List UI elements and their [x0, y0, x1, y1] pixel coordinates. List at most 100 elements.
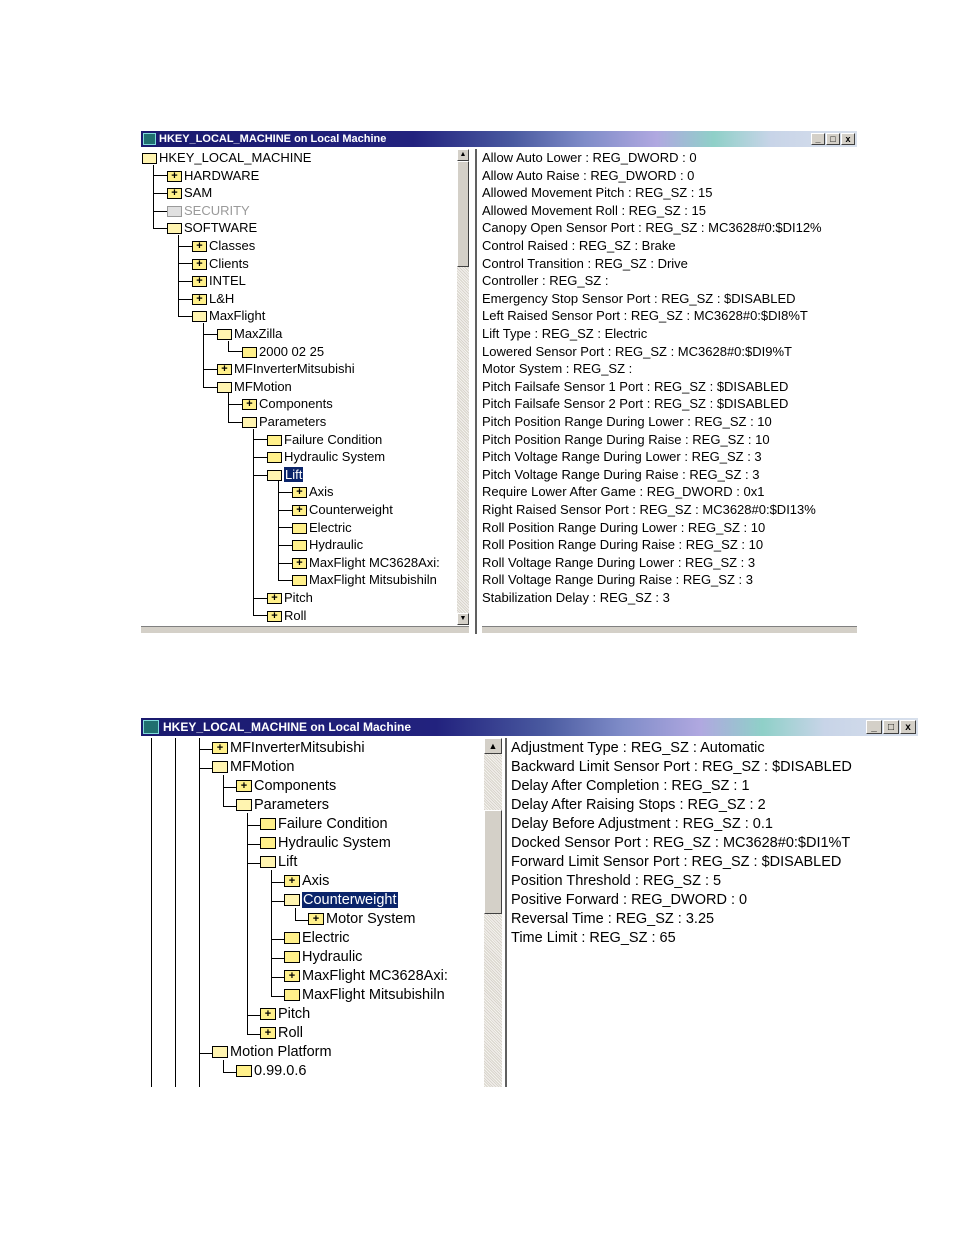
registry-value-entry[interactable]: Allowed Movement Pitch : REG_SZ : 15 — [482, 185, 713, 201]
tree-node[interactable]: Electric — [284, 929, 350, 948]
maximize-button[interactable]: □ — [883, 720, 899, 734]
tree-node[interactable]: Classes — [192, 237, 255, 256]
tree-node[interactable]: MaxFlight — [192, 307, 265, 325]
pane-splitter[interactable] — [475, 149, 477, 634]
tree-node[interactable]: Lift — [267, 466, 304, 484]
registry-key-tree[interactable]: HKEY_LOCAL_MACHINEHARDWARESAMSECURITYSOF… — [141, 149, 457, 625]
registry-value-entry[interactable]: Position Threshold : REG_SZ : 5 — [511, 873, 722, 889]
tree-node[interactable]: Parameters — [236, 796, 329, 815]
registry-value-entry[interactable]: Stabilization Delay : REG_SZ : 3 — [482, 590, 670, 605]
scroll-up-arrow-icon[interactable]: ▲ — [484, 738, 502, 754]
scroll-down-arrow-icon[interactable]: ▼ — [457, 613, 469, 625]
tree-node[interactable]: Failure Condition — [267, 431, 382, 449]
registry-value-entry[interactable]: Delay Before Adjustment : REG_SZ : 0.1 — [511, 816, 773, 832]
maximize-button[interactable]: □ — [826, 133, 840, 145]
tree-vertical-scrollbar[interactable]: ▲ ▼ — [457, 149, 469, 625]
tree-node[interactable]: Parameters — [242, 413, 326, 431]
registry-value-entry[interactable]: Pitch Voltage Range During Raise : REG_S… — [482, 466, 760, 482]
registry-value-entry[interactable]: Pitch Position Range During Lower : REG_… — [482, 414, 772, 429]
registry-value-entry[interactable]: Allow Auto Raise : REG_DWORD : 0 — [482, 167, 695, 183]
tree-node[interactable]: Hydraulic System — [267, 448, 385, 466]
registry-value-entry[interactable]: Motor System : REG_SZ : — [482, 361, 633, 377]
tree-node[interactable]: Counterweight — [292, 501, 393, 520]
close-button[interactable]: x — [841, 133, 855, 145]
registry-value-entry[interactable]: Forward Limit Sensor Port : REG_SZ : $DI… — [511, 854, 842, 870]
registry-value-entry[interactable]: Lowered Sensor Port : REG_SZ : MC3628#0:… — [482, 343, 792, 359]
tree-node[interactable]: MaxFlight MC3628Axi: — [292, 554, 440, 572]
registry-value-entry[interactable]: Pitch Failsafe Sensor 2 Port : REG_SZ : … — [482, 396, 789, 412]
tree-node[interactable]: 2000 02 25 — [242, 343, 324, 361]
tree-node[interactable]: HARDWARE — [167, 167, 259, 185]
registry-value-entry[interactable]: Require Lower After Game : REG_DWORD : 0… — [482, 484, 765, 500]
registry-value-entry[interactable]: Canopy Open Sensor Port : REG_SZ : MC362… — [482, 220, 822, 236]
registry-value-entry[interactable]: Delay After Raising Stops : REG_SZ : 2 — [511, 797, 766, 813]
minimize-button[interactable]: _ — [866, 720, 882, 734]
tree-node[interactable]: Lift — [260, 853, 297, 872]
minimize-button[interactable]: _ — [811, 133, 825, 145]
tree-node[interactable]: Pitch — [267, 589, 313, 608]
registry-value-entry[interactable]: Allowed Movement Roll : REG_SZ : 15 — [482, 202, 706, 218]
tree-node[interactable]: Motion Platform — [212, 1043, 332, 1062]
tree-node[interactable]: MaxFlight Mitsubishiln — [284, 986, 445, 1005]
registry-value-entry[interactable]: Lift Type : REG_SZ : Electric — [482, 326, 648, 341]
tree-node[interactable]: MFInverterMitsubishi — [217, 360, 355, 379]
tree-node[interactable]: Roll — [260, 1024, 303, 1043]
registry-value-entry[interactable]: Roll Position Range During Lower : REG_S… — [482, 519, 766, 535]
tree-node[interactable]: HKEY_LOCAL_MACHINE — [142, 149, 311, 167]
tree-node[interactable]: Failure Condition — [260, 815, 388, 834]
tree-horizontal-scrollbar[interactable] — [141, 626, 469, 633]
tree-node[interactable]: Clients — [192, 255, 249, 273]
tree-node[interactable]: Axis — [284, 872, 329, 891]
tree-node[interactable]: SAM — [167, 184, 212, 203]
registry-value-entry[interactable]: Pitch Failsafe Sensor 1 Port : REG_SZ : … — [482, 378, 789, 394]
registry-value-entry[interactable]: Docked Sensor Port : REG_SZ : MC3628#0:$… — [511, 835, 851, 851]
tree-node[interactable]: Electric — [292, 519, 352, 537]
registry-value-entry[interactable]: Control Raised : REG_SZ : Brake — [482, 238, 676, 253]
tree-node[interactable]: Pitch — [260, 1005, 310, 1024]
registry-value-entry[interactable]: Right Raised Sensor Port : REG_SZ : MC36… — [482, 502, 816, 517]
title-bar[interactable]: HKEY_LOCAL_MACHINE on Local Machine _ □ … — [141, 131, 857, 147]
tree-vertical-scrollbar[interactable]: ▲ — [484, 738, 502, 1087]
registry-value-entry[interactable]: Roll Voltage Range During Raise : REG_SZ… — [482, 572, 753, 588]
registry-value-entry[interactable]: Backward Limit Sensor Port : REG_SZ : $D… — [511, 759, 852, 775]
close-button[interactable]: x — [900, 720, 916, 734]
tree-node[interactable]: Hydraulic System — [260, 834, 391, 853]
registry-value-entry[interactable]: Allow Auto Lower : REG_DWORD : 0 — [482, 150, 697, 165]
scrollbar-thumb[interactable] — [484, 810, 502, 914]
tree-node[interactable]: Motor System — [308, 910, 415, 929]
tree-node[interactable]: SOFTWARE — [167, 219, 257, 237]
tree-node[interactable]: MaxFlight MC3628Axi: — [284, 967, 448, 986]
registry-value-entry[interactable]: Positive Forward : REG_DWORD : 0 — [511, 892, 748, 908]
tree-node[interactable]: SECURITY — [167, 202, 250, 220]
registry-key-tree[interactable]: MFInverterMitsubishiMFMotionComponentsPa… — [141, 738, 483, 1087]
tree-node[interactable]: MaxFlight Mitsubishiln — [292, 571, 437, 589]
tree-node[interactable]: INTEL — [192, 272, 246, 291]
registry-value-entry[interactable]: Delay After Completion : REG_SZ : 1 — [511, 778, 750, 794]
tree-node[interactable]: MFInverterMitsubishi — [212, 739, 365, 758]
registry-value-entry[interactable]: Pitch Voltage Range During Lower : REG_S… — [482, 449, 762, 465]
registry-value-entry[interactable]: Pitch Position Range During Raise : REG_… — [482, 431, 770, 447]
tree-node[interactable]: Hydraulic — [284, 948, 362, 967]
tree-node[interactable]: Components — [236, 777, 336, 796]
registry-value-entry[interactable]: Roll Voltage Range During Lower : REG_SZ… — [482, 554, 756, 570]
registry-value-entry[interactable]: Roll Position Range During Raise : REG_S… — [482, 537, 764, 553]
pane-splitter[interactable] — [505, 738, 507, 1087]
registry-value-entry[interactable]: Reversal Time : REG_SZ : 3.25 — [511, 911, 715, 927]
tree-node[interactable]: Hydraulic — [292, 536, 363, 554]
registry-value-entry[interactable]: Controller : REG_SZ : — [482, 273, 609, 289]
registry-value-entry[interactable]: Left Raised Sensor Port : REG_SZ : MC362… — [482, 308, 808, 324]
tree-node[interactable]: Roll — [267, 607, 306, 625]
scroll-up-arrow-icon[interactable]: ▲ — [457, 149, 469, 161]
tree-node[interactable]: Axis — [292, 483, 334, 502]
registry-value-entry[interactable]: Control Transition : REG_SZ : Drive — [482, 255, 688, 271]
registry-value-entry[interactable]: Emergency Stop Sensor Port : REG_SZ : $D… — [482, 290, 796, 306]
tree-node[interactable]: Counterweight — [284, 891, 398, 910]
values-horizontal-scrollbar[interactable] — [482, 626, 857, 633]
tree-node[interactable]: MaxZilla — [217, 325, 282, 343]
tree-node[interactable]: L&H — [192, 290, 234, 308]
registry-value-entry[interactable]: Time Limit : REG_SZ : 65 — [511, 930, 676, 946]
title-bar[interactable]: HKEY_LOCAL_MACHINE on Local Machine _ □ … — [141, 718, 918, 736]
tree-node[interactable]: MFMotion — [212, 758, 294, 777]
registry-value-entry[interactable]: Adjustment Type : REG_SZ : Automatic — [511, 740, 765, 756]
scrollbar-thumb[interactable] — [457, 161, 469, 267]
